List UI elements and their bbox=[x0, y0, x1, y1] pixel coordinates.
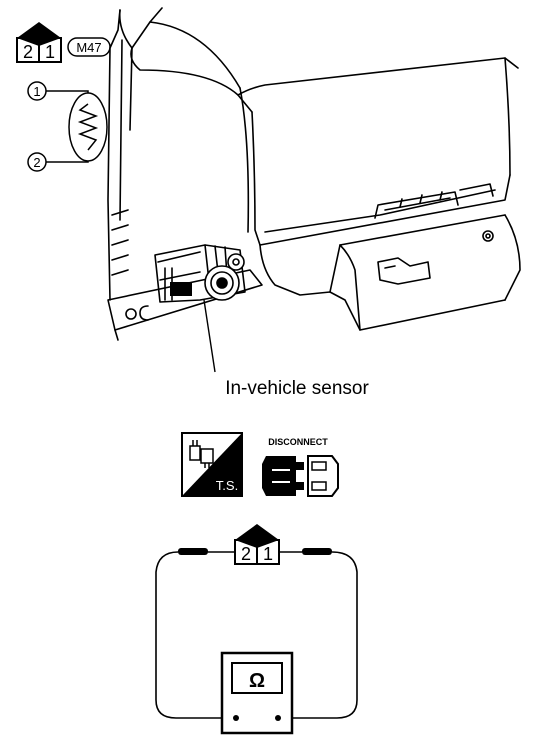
ohm-symbol-icon: Ω bbox=[249, 670, 265, 692]
pin1-label: 1 bbox=[33, 84, 40, 99]
thermistor-envelope bbox=[68, 92, 108, 162]
probe-right bbox=[302, 548, 332, 555]
ts-icon: T.S. bbox=[181, 432, 243, 497]
circuit-connector-diamond-icon bbox=[235, 524, 279, 548]
meter-terminal-right bbox=[275, 715, 281, 721]
lead-wire-left bbox=[155, 551, 236, 719]
connector-code: M47 bbox=[76, 40, 101, 55]
ohmmeter: Ω bbox=[220, 651, 294, 735]
pin2-label: 2 bbox=[33, 155, 40, 170]
connector-symbol-top: 2 1 bbox=[16, 22, 62, 63]
test-circuit: 2 1 Ω bbox=[155, 524, 358, 735]
sensor-leader-line bbox=[203, 299, 216, 373]
connector-terminal-right: 1 bbox=[45, 42, 55, 62]
circuit-terminal-right: 1 bbox=[263, 544, 273, 564]
sensor-label: In-vehicle sensor bbox=[225, 378, 369, 399]
circuit-terminal-left: 2 bbox=[241, 544, 251, 564]
connector-diamond-icon bbox=[17, 22, 61, 46]
connector-terminal-left: 2 bbox=[23, 42, 33, 62]
sensor-schematic: 1 2 bbox=[27, 81, 108, 172]
ts-label: T.S. bbox=[216, 478, 238, 493]
dashboard-illustration bbox=[107, 7, 521, 341]
disconnect-icon: DISCONNECT bbox=[262, 437, 339, 497]
probe-left bbox=[178, 548, 208, 555]
lead-wire-right bbox=[278, 551, 358, 719]
thermistor-zigzag-icon bbox=[77, 103, 99, 151]
disconnect-label: DISCONNECT bbox=[268, 437, 328, 447]
circuit-connector-symbol: 2 1 bbox=[234, 524, 280, 565]
meter-terminal-left bbox=[233, 715, 239, 721]
ts-connector-icon bbox=[189, 440, 214, 468]
sensor-connector-shade bbox=[170, 282, 192, 296]
connector-code-badge: M47 bbox=[67, 37, 111, 57]
